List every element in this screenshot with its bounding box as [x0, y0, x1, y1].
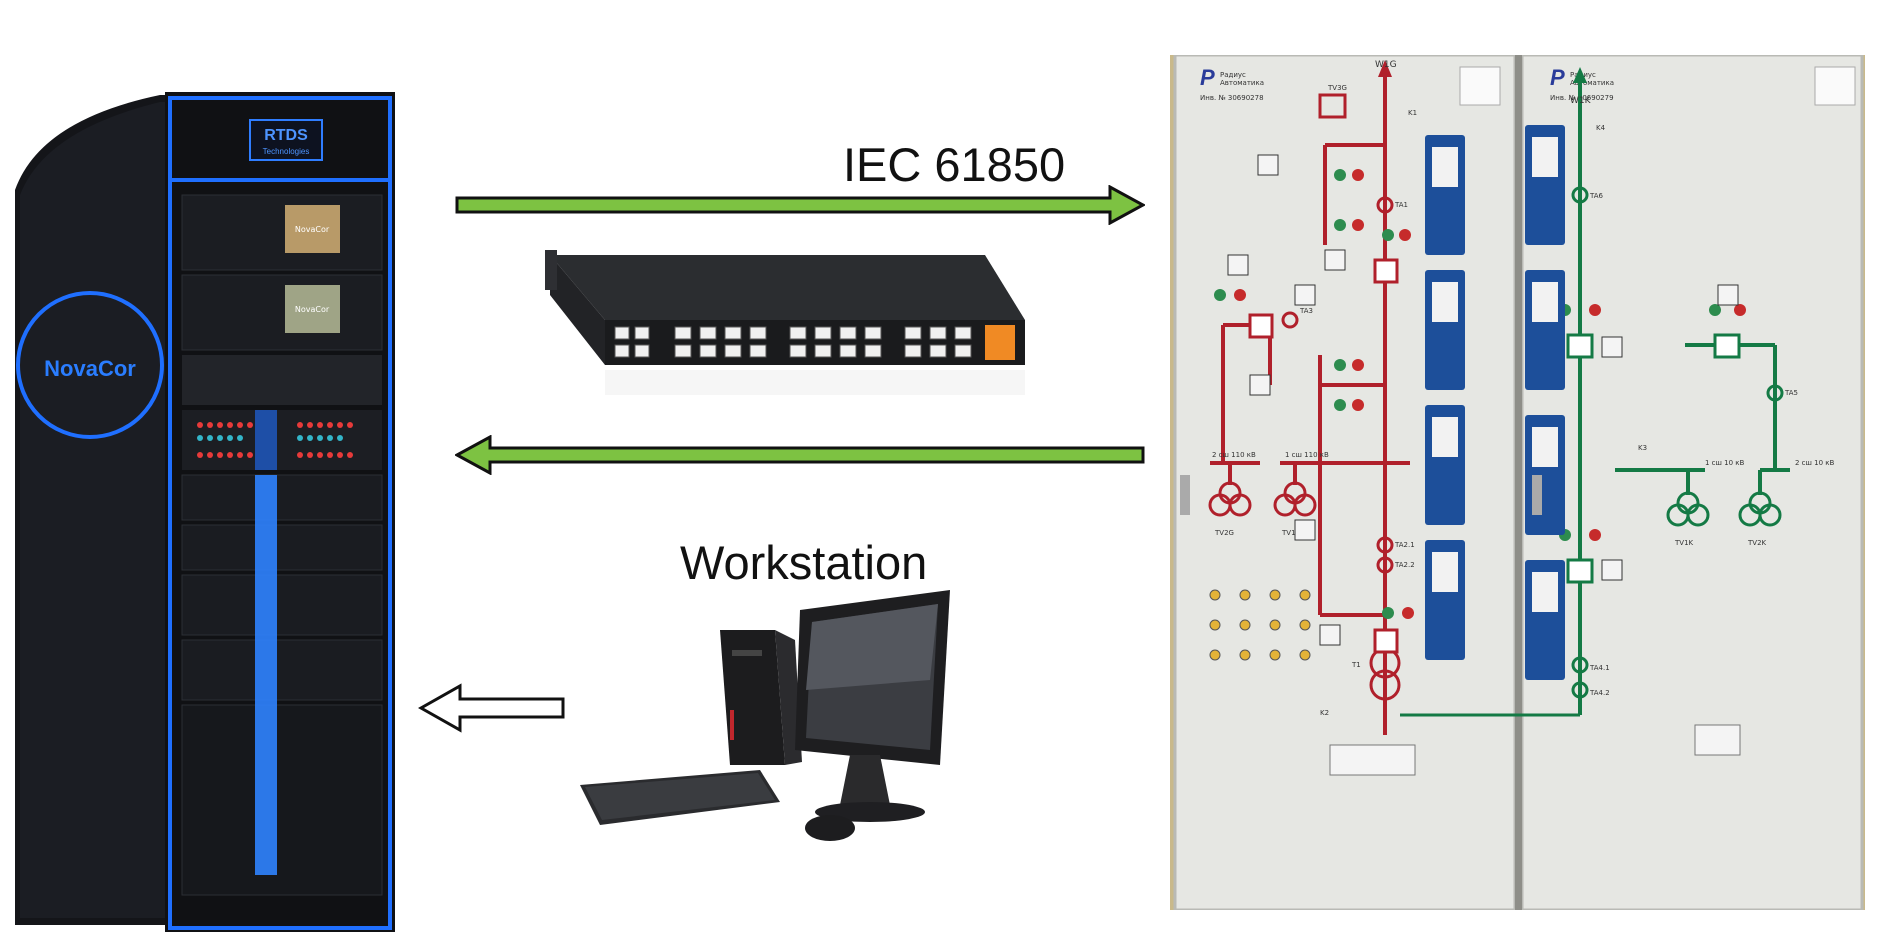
right-bus1: 1 сш 10 кВ: [1705, 459, 1745, 467]
arrow-to-rack: [455, 435, 1145, 475]
workstation-computer: [580, 590, 980, 860]
left-w1g: W1G: [1375, 60, 1397, 70]
right-ta41: TA4.1: [1589, 664, 1610, 672]
left-serial: Инв. № 30690278: [1200, 94, 1264, 102]
left-ta21: TA2.1: [1394, 541, 1415, 549]
side-logo-text: NovaCor: [44, 356, 136, 381]
left-tv1g: TV1G: [1281, 529, 1301, 537]
left-tv3g: TV3G: [1327, 84, 1347, 92]
svg-text:Р: Р: [1550, 65, 1565, 90]
arrow-workstation-to-rack: [418, 683, 565, 733]
right-ta5: TA5: [1784, 389, 1798, 397]
left-bus1: 1 сш 110 кВ: [1285, 451, 1329, 459]
left-ta3: TA3: [1299, 307, 1313, 315]
left-bus2: 2 сш 110 кВ: [1212, 451, 1256, 459]
rtds-badge-sub: Technologies: [263, 147, 310, 156]
workstation-label: Workstation: [680, 536, 928, 589]
rtds-badge-text: RTDS: [264, 127, 308, 144]
rtds-rack-graphic: NovaCor RTDS Technologies NovaCor NovaCo…: [15, 92, 395, 932]
screen-2-text: NovaCor: [295, 305, 330, 314]
left-k2: K2: [1320, 709, 1329, 717]
left-logo-text: Радиус: [1220, 71, 1246, 79]
left-tv2g: TV2G: [1214, 529, 1234, 537]
right-logo-sub: Автоматика: [1570, 79, 1614, 87]
ethernet-switch: [545, 245, 1035, 405]
left-ta22: TA2.2: [1394, 561, 1415, 569]
relay-panels-graphic: Р Радиус Автоматика Инв. № 30690278 Р Ра…: [1173, 53, 1864, 912]
right-k4: K4: [1596, 124, 1606, 132]
svg-text:Р: Р: [1200, 65, 1215, 90]
right-ta42: TA4.2: [1589, 689, 1610, 697]
right-bus2: 2 сш 10 кВ: [1795, 459, 1835, 467]
right-ta6: TA6: [1589, 192, 1604, 200]
protocol-label: IEC 61850: [843, 138, 1066, 191]
relay-panels: Р Радиус Автоматика Инв. № 30690278 Р Ра…: [1170, 53, 1865, 912]
left-ta1: TA1: [1394, 201, 1408, 209]
rtds-rack: NovaCor RTDS Technologies NovaCor NovaCo…: [0, 80, 400, 940]
right-k3: K3: [1638, 444, 1647, 452]
right-tv1k: TV1K: [1674, 539, 1694, 547]
ethernet-switch-graphic: [545, 250, 1025, 395]
right-w1k: W1K: [1570, 96, 1592, 106]
left-logo-sub: Автоматика: [1220, 79, 1264, 87]
left-t1: T1: [1351, 661, 1361, 669]
screen-1-text: NovaCor: [295, 225, 330, 234]
arrow-to-panel: [455, 185, 1145, 225]
workstation-graphic: [580, 590, 950, 841]
left-k1: K1: [1408, 109, 1417, 117]
right-tv2k: TV2K: [1747, 539, 1767, 547]
